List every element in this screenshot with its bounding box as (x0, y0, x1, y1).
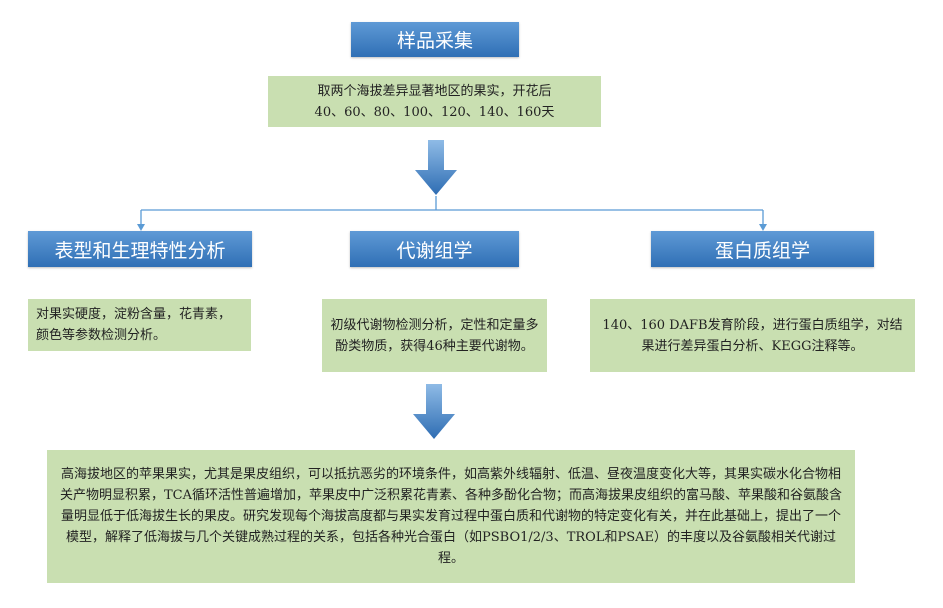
proteomics-detail-text: 140、160 DAFB发育阶段，进行蛋白质组学，对结果进行差异蛋白分析、KEG… (602, 317, 903, 354)
node-proteomics-title: 蛋白质组学 (714, 239, 810, 262)
branch-connector (140, 196, 764, 226)
conclusion-detail-text: 高海拔地区的苹果果实，尤其是果皮组织，可以抵抗恶劣的环境条件，如高紫外线辐射、低… (59, 467, 842, 566)
phenotype-detail: 对果实硬度，淀粉含量，花青素，颜色等参数检测分析。 (28, 299, 251, 351)
conclusion-detail: 高海拔地区的苹果果实，尤其是果皮组织，可以抵抗恶劣的环境条件，如高紫外线辐射、低… (47, 450, 855, 583)
metabolomics-detail: 初级代谢物检测分析，定性和定量多酚类物质，获得46种主要代谢物。 (322, 299, 547, 372)
proteomics-detail: 140、160 DAFB发育阶段，进行蛋白质组学，对结果进行差异蛋白分析、KEG… (590, 299, 915, 372)
node-metabolomics-title: 代谢组学 (396, 239, 473, 262)
node-sample-collection-title: 样品采集 (396, 30, 473, 52)
metabolomics-detail-text: 初级代谢物检测分析，定性和定量多酚类物质，获得46种主要代谢物。 (330, 317, 539, 354)
down-arrow-2 (413, 384, 455, 439)
branch-arrowhead-right (759, 224, 767, 231)
node-proteomics: 蛋白质组学 (651, 231, 874, 267)
node-sample-collection: 样品采集 (351, 22, 519, 57)
node-metabolomics: 代谢组学 (350, 231, 519, 267)
down-arrow-1 (415, 140, 457, 195)
node-phenotype: 表型和生理特性分析 (28, 231, 252, 267)
sample-collection-detail-line2: 40、60、80、100、120、140、160天 (314, 104, 555, 120)
phenotype-detail-text: 对果实硬度，淀粉含量，花青素，颜色等参数检测分析。 (36, 307, 232, 343)
branch-arrowhead-left (137, 224, 145, 231)
sample-collection-detail: 取两个海拔差异显著地区的果实，开花后 40、60、80、100、120、140、… (268, 76, 601, 127)
sample-collection-detail-line1: 取两个海拔差异显著地区的果实，开花后 (317, 83, 552, 99)
node-phenotype-title: 表型和生理特性分析 (54, 239, 226, 262)
